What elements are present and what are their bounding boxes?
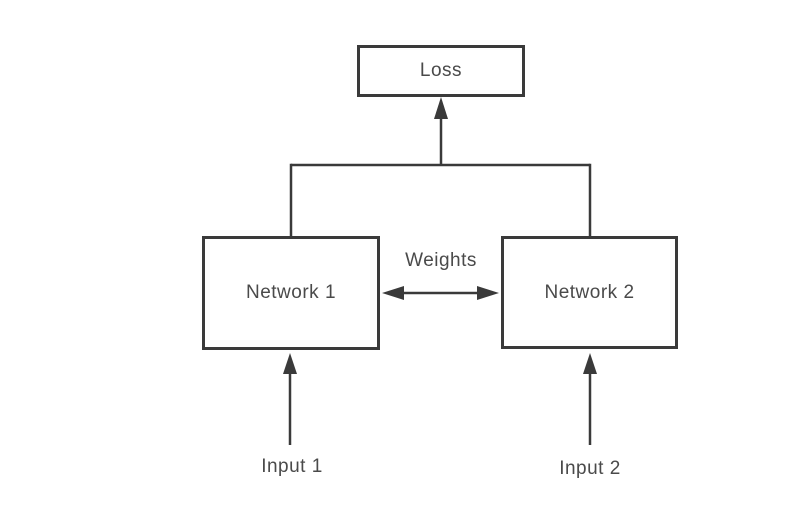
loss-arrowhead-icon — [434, 97, 448, 119]
network2-box-label: Network 2 — [544, 281, 635, 303]
network1-box: Network 1 — [202, 236, 380, 350]
weights-right-arrowhead-icon — [477, 286, 499, 300]
input1-label: Input 1 — [261, 456, 323, 477]
input2-label: Input 2 — [559, 458, 621, 479]
loss-box: Loss — [357, 45, 525, 97]
weights-label: Weights — [405, 250, 477, 271]
network2-box: Network 2 — [501, 236, 678, 349]
input2-arrowhead-icon — [583, 353, 597, 374]
loss-box-label: Loss — [419, 60, 463, 81]
weights-left-arrowhead-icon — [382, 286, 404, 300]
input1-arrowhead-icon — [283, 353, 297, 374]
network1-box-label: Network 1 — [245, 282, 337, 303]
